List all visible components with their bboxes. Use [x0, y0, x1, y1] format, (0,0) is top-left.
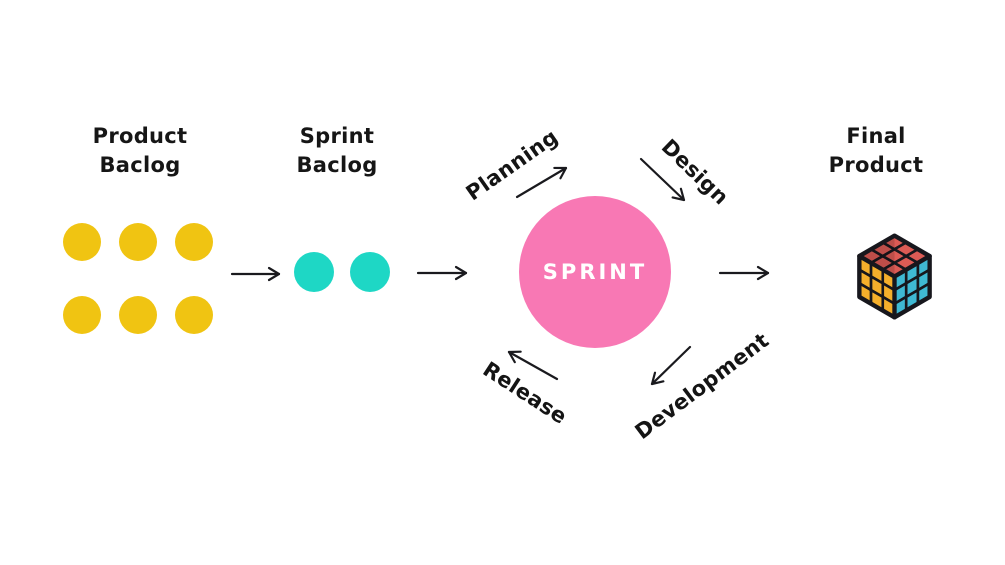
arrow-cycle-release: [507, 350, 559, 381]
product-backlog-title: Product Baclog: [40, 122, 240, 180]
sprint-circle: SPRINT: [519, 196, 671, 348]
arrow-cycle-development: [650, 345, 692, 386]
sprint-backlog-title: Sprint Baclog: [237, 122, 437, 180]
backlog-item-dot: [175, 296, 213, 334]
arrow-cycle-design: [639, 157, 686, 202]
sprint-backlog-title-line1: Sprint: [299, 124, 375, 148]
backlog-item-dot: [294, 252, 334, 292]
backlog-item-dot: [350, 252, 390, 292]
backlog-item-dot: [63, 223, 101, 261]
sprint-backlog-title-line2: Baclog: [296, 153, 378, 177]
backlog-item-dot: [119, 296, 157, 334]
cube-top-shade: [859, 235, 895, 277]
product-backlog-title-line2: Baclog: [99, 153, 181, 177]
final-product-title: Final Product: [776, 122, 976, 180]
arrow-cycle-planning: [515, 166, 568, 199]
backlog-item-dot: [175, 223, 213, 261]
product-backlog-title-line1: Product: [92, 124, 188, 148]
final-product-title-line2: Product: [828, 153, 924, 177]
product-backlog-items: [63, 223, 213, 334]
backlog-item-dot: [119, 223, 157, 261]
sprint-backlog-items: [294, 252, 390, 292]
rubiks-cube-icon: [847, 229, 942, 324]
cube-outline: [857, 233, 932, 320]
final-product-title-line1: Final: [846, 124, 906, 148]
sprint-label: SPRINT: [542, 260, 648, 284]
backlog-item-dot: [63, 296, 101, 334]
